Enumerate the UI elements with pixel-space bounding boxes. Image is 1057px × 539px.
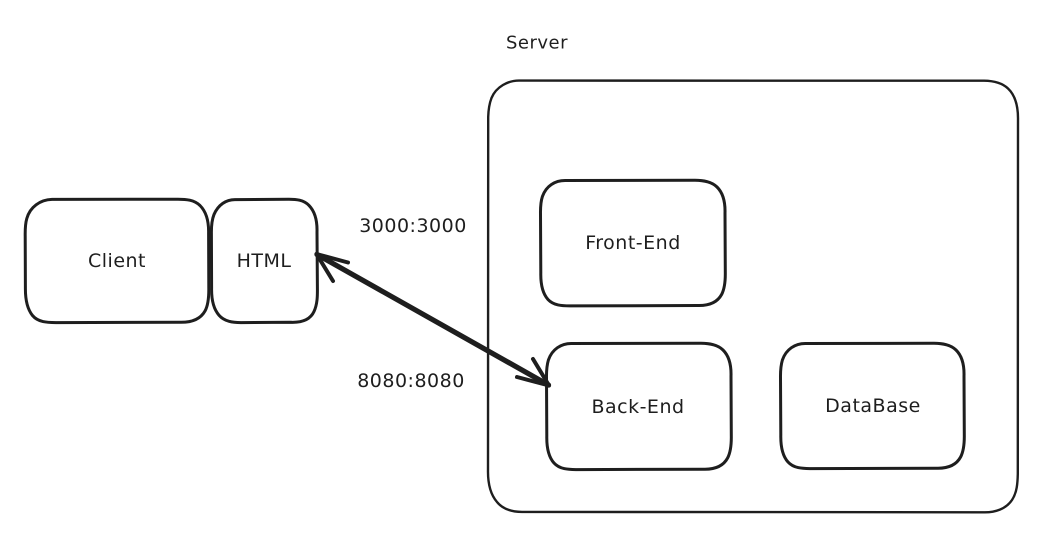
node-client-outline xyxy=(23,197,211,325)
node-back-end-outline xyxy=(544,341,733,472)
node-database-outline xyxy=(778,341,966,471)
node-back-end[interactable] xyxy=(546,343,731,469)
node-client[interactable] xyxy=(25,199,209,322)
edge-html-backend xyxy=(314,251,552,388)
group-server-outline xyxy=(486,79,1020,514)
node-html[interactable] xyxy=(211,199,317,322)
node-database[interactable] xyxy=(780,343,966,468)
group-server[interactable] xyxy=(488,80,1018,170)
node-html-outline xyxy=(209,197,319,325)
node-front-end-outline xyxy=(538,178,727,308)
node-front-end[interactable] xyxy=(540,180,726,305)
